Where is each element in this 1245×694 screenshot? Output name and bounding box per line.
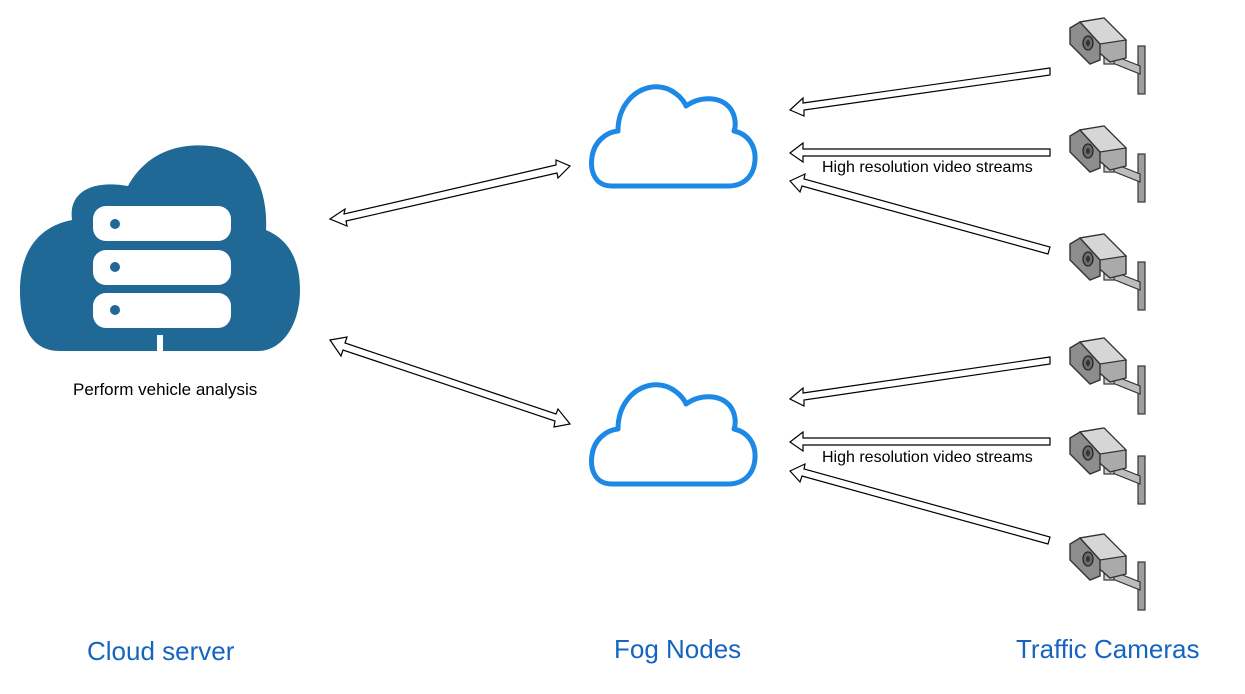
fog-nodes-label: Fog Nodes <box>614 634 742 664</box>
cloud-server-label: Cloud server <box>87 636 235 666</box>
traffic-cameras-label: Traffic Cameras <box>1016 634 1200 664</box>
streams-label-bottom: High resolution video streams <box>822 449 1033 466</box>
stream-arrow <box>789 462 1051 545</box>
arrow-server-fog-top <box>328 159 572 227</box>
fog-node-top-icon <box>589 84 758 189</box>
server-caption: Perform vehicle analysis <box>73 380 258 399</box>
traffic-camera-icon <box>1069 233 1146 311</box>
fog-node-bottom-icon <box>589 382 758 487</box>
traffic-camera-icon <box>1069 17 1146 95</box>
traffic-camera-icon <box>1069 125 1146 203</box>
streams-label-top: High resolution video streams <box>822 159 1033 176</box>
stream-arrow <box>788 430 1051 453</box>
stream-arrow <box>788 67 1051 117</box>
cloud-server-icon <box>20 145 300 351</box>
stream-arrow <box>788 141 1051 164</box>
arrow-server-fog-bottom <box>328 336 572 428</box>
traffic-camera-icon <box>1069 427 1146 505</box>
stream-arrow <box>788 356 1051 407</box>
stream-arrow <box>789 172 1051 255</box>
traffic-camera-icon <box>1069 337 1146 415</box>
traffic-camera-icon <box>1069 533 1146 611</box>
